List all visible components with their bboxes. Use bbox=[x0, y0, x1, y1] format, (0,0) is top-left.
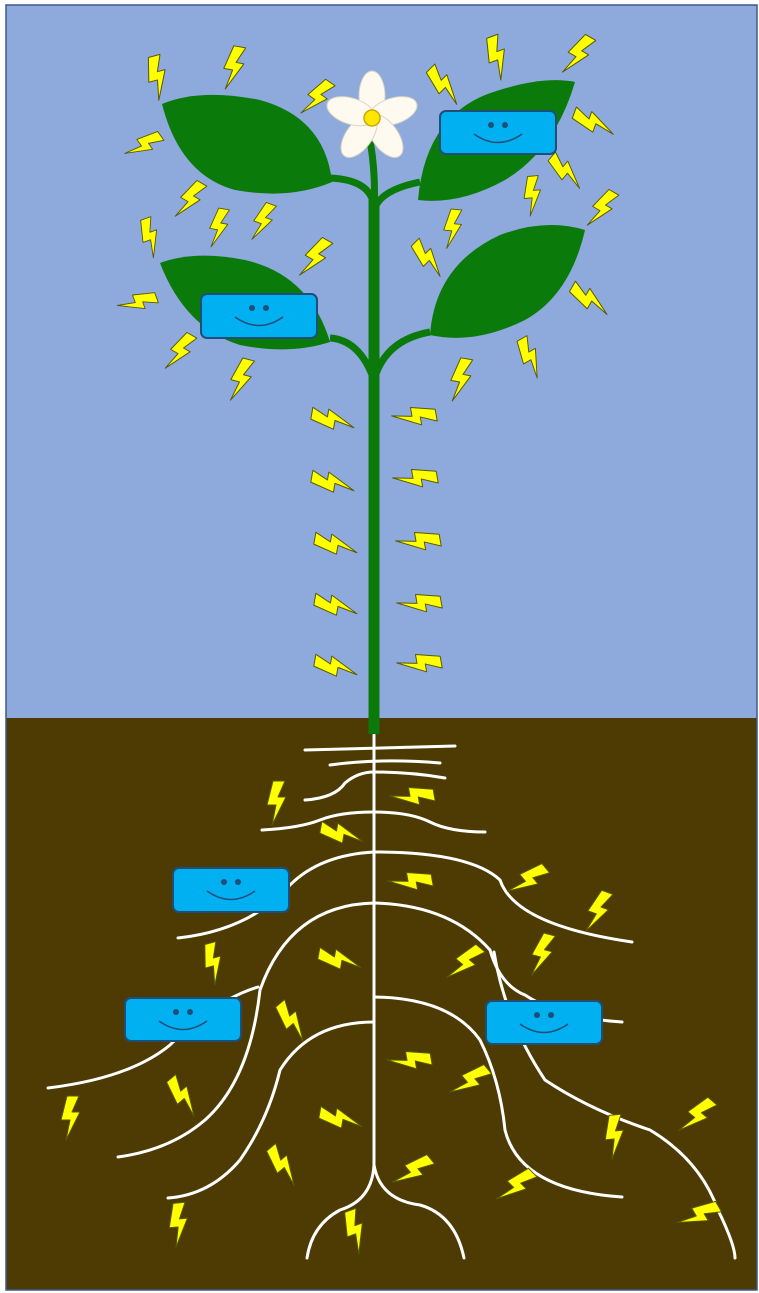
lightning-bolt-icon bbox=[116, 292, 159, 310]
lightning-bolt-icon bbox=[300, 78, 336, 114]
lightning-bolt-icon bbox=[318, 1105, 363, 1129]
lightning-bolt-icon bbox=[387, 871, 434, 891]
lightning-bolt-icon bbox=[266, 1142, 295, 1186]
lightning-bolt-icon bbox=[391, 406, 438, 426]
lightning-bolt-icon bbox=[275, 998, 304, 1042]
lightning-bolt-icon bbox=[568, 280, 608, 315]
lightning-bolt-icon bbox=[313, 592, 358, 616]
energy-bolts bbox=[60, 33, 723, 1255]
lightning-bolt-icon bbox=[168, 1201, 188, 1248]
lightning-bolt-icon bbox=[166, 1073, 195, 1117]
lightning-bolt-icon bbox=[386, 1050, 433, 1070]
root-branch bbox=[303, 744, 457, 752]
root-branch bbox=[260, 810, 487, 834]
root-branch bbox=[372, 995, 624, 1199]
lightning-bolt-icon bbox=[251, 202, 277, 240]
lightning-bolt-icon bbox=[450, 357, 474, 402]
lightning-bolt-icon bbox=[164, 332, 198, 369]
lightning-bolt-icon bbox=[449, 1064, 493, 1093]
smiley-sensor-icon bbox=[439, 110, 557, 155]
lightning-bolt-icon bbox=[396, 593, 443, 613]
root-branch bbox=[166, 1020, 376, 1200]
lightning-bolt-icon bbox=[124, 130, 165, 154]
lightning-bolt-icon bbox=[562, 33, 597, 73]
lightning-bolt-icon bbox=[60, 1095, 81, 1141]
lightning-bolt-icon bbox=[547, 151, 581, 189]
lightning-bolt-icon bbox=[425, 63, 458, 105]
lightning-bolt-icon bbox=[395, 531, 442, 551]
root-branch bbox=[328, 759, 442, 767]
root-branch bbox=[305, 1163, 376, 1260]
lightning-bolt-icon bbox=[299, 236, 334, 276]
lightning-bolt-icon bbox=[410, 237, 441, 277]
lightning-bolt-icon bbox=[174, 180, 208, 217]
lightning-bolt-icon bbox=[223, 45, 247, 90]
lightning-bolt-icon bbox=[507, 863, 551, 892]
lightning-bolt-icon bbox=[266, 780, 287, 826]
lightning-bolt-icon bbox=[310, 469, 355, 493]
lightning-bolt-icon bbox=[392, 1154, 436, 1183]
plant-stem bbox=[329, 139, 431, 734]
lightning-bolt-icon bbox=[344, 1207, 363, 1255]
lightning-bolt-icon bbox=[443, 208, 463, 249]
smiley-sensor-icon bbox=[200, 293, 318, 339]
lightning-bolt-icon bbox=[209, 207, 230, 248]
lightning-bolt-icon bbox=[523, 175, 541, 217]
frame-border bbox=[5, 4, 758, 1291]
flower-icon bbox=[326, 70, 418, 158]
lightning-bolt-icon bbox=[319, 820, 364, 844]
lightning-bolt-icon bbox=[571, 106, 614, 135]
lightning-bolt-icon bbox=[140, 216, 158, 259]
stem-branch bbox=[370, 328, 431, 382]
root-branch bbox=[116, 901, 376, 1159]
flower-center bbox=[363, 109, 381, 127]
lightning-bolt-icon bbox=[516, 335, 538, 379]
sensors bbox=[124, 110, 603, 1045]
smiley-sensor-icon bbox=[485, 1000, 603, 1045]
lightning-bolt-icon bbox=[389, 786, 436, 806]
lightning-bolt-icon bbox=[446, 943, 486, 978]
lightning-bolt-icon bbox=[392, 468, 439, 488]
leaf bbox=[162, 94, 332, 194]
soil-area bbox=[6, 718, 757, 1290]
lightning-bolt-icon bbox=[585, 889, 614, 932]
root-branch bbox=[372, 1163, 466, 1260]
lightning-bolt-icon bbox=[604, 1113, 624, 1160]
stem-branch bbox=[366, 139, 378, 211]
lightning-bolt-icon bbox=[317, 946, 362, 970]
root-system bbox=[46, 733, 737, 1260]
lightning-bolt-icon bbox=[678, 1096, 718, 1131]
leaf bbox=[430, 225, 585, 338]
smiley-sensor-icon bbox=[172, 867, 290, 913]
lightning-bolt-icon bbox=[147, 53, 166, 101]
lightning-bolt-icon bbox=[396, 653, 443, 673]
lightning-bolt-icon bbox=[676, 1200, 723, 1224]
lightning-bolt-icon bbox=[204, 941, 222, 986]
root-branch bbox=[303, 770, 447, 802]
lightning-bolt-icon bbox=[496, 1167, 538, 1200]
lightning-bolt-icon bbox=[313, 531, 358, 555]
lightning-bolt-icon bbox=[313, 653, 358, 677]
lightning-bolt-icon bbox=[530, 932, 556, 976]
lightning-bolt-icon bbox=[229, 357, 255, 401]
smiley-sensor-icon bbox=[124, 997, 242, 1042]
stem-branch bbox=[329, 334, 378, 382]
lightning-bolt-icon bbox=[486, 33, 505, 81]
lightning-bolt-icon bbox=[586, 189, 620, 226]
lightning-bolt-icon bbox=[310, 406, 355, 430]
